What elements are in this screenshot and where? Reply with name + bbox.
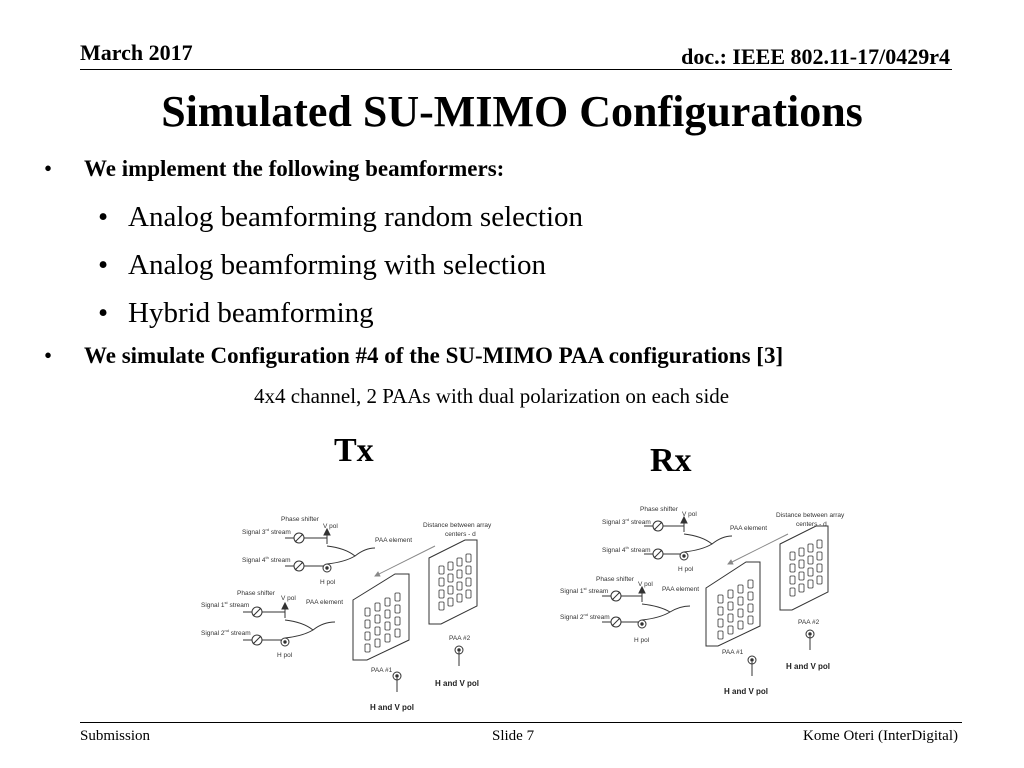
tx-hv-pol-label-1: H and V pol <box>370 703 414 712</box>
sub-bullet-text: Analog beamforming random selection <box>128 201 584 233</box>
tx-hpol-label-2: H pol <box>277 652 293 659</box>
rx-hv-pol-label-1: H and V pol <box>724 687 768 696</box>
tx-label: Tx <box>334 432 374 469</box>
sub-bullet-3: • Hybrid beamforming <box>98 297 374 330</box>
slide-title: Simulated SU-MIMO Configurations <box>161 87 863 136</box>
bullet-text: We simulate Configuration #4 of the SU-M… <box>84 343 784 368</box>
sub-bullet-2: • Analog beamforming with selection <box>98 249 546 282</box>
rx-paa-element-label-2: PAA element <box>662 586 699 593</box>
bullet-dot: • <box>44 343 53 368</box>
tx-diagram: Phase shifter V pol Signal 3rd stream Si… <box>201 516 492 712</box>
rx-signal1-label: Signal 1st stream <box>560 586 608 595</box>
tx-paa2-label: PAA #2 <box>449 635 471 642</box>
tx-paa-element-label-2: PAA element <box>306 599 343 606</box>
rx-hpol-label-2: H pol <box>634 637 650 644</box>
tx-vpol-label-2: V pol <box>281 595 296 602</box>
bullet-dot: • <box>98 249 109 281</box>
tx-distance-label: Distance between array <box>423 522 492 529</box>
sub-bullet-1: • Analog beamforming random selection <box>98 201 583 234</box>
bullet-dot: • <box>44 156 53 181</box>
tx-phase-shifter-label: Phase shifter <box>281 516 320 523</box>
rx-diagram: Phase shifter V pol Signal 3rd stream Si… <box>560 506 845 696</box>
tx-paa-element-label: PAA element <box>375 537 412 544</box>
rx-label: Rx <box>650 442 692 479</box>
rx-phase-shifter-label-2: Phase shifter <box>596 576 635 583</box>
rx-phase-shifter-label: Phase shifter <box>640 506 679 513</box>
rx-paa1-label: PAA #1 <box>722 649 744 656</box>
tx-vpol-label: V pol <box>323 523 338 530</box>
sub-bullet-text: Hybrid beamforming <box>128 297 374 329</box>
tx-phase-shifter-label-2: Phase shifter <box>237 590 276 597</box>
rx-paa-element-label: PAA element <box>730 525 767 532</box>
tx-signal1-label: Signal 1st stream <box>201 600 249 609</box>
tx-signal3-label: Signal 3rd stream <box>242 527 291 536</box>
bullet-beamformers: • We implement the following beamformers… <box>44 156 504 182</box>
footer-slide-number: Slide 7 <box>492 728 535 744</box>
rx-signal4-label: Signal 4th stream <box>602 545 651 554</box>
rx-distance-label: Distance between array <box>776 512 845 519</box>
rx-distance-label-2: centers - d <box>796 521 827 528</box>
tx-hpol-label: H pol <box>320 579 336 586</box>
bullet-configuration: • We simulate Configuration #4 of the SU… <box>44 343 783 369</box>
tx-signal4-label: Signal 4th stream <box>242 555 291 564</box>
rx-hpol-label: H pol <box>678 566 694 573</box>
footer-author: Kome Oteri (InterDigital) <box>803 728 958 744</box>
footer-submission: Submission <box>80 728 151 744</box>
tx-paa1-label: PAA #1 <box>371 667 393 674</box>
tx-hv-pol-label-2: H and V pol <box>435 679 479 688</box>
footer-divider <box>80 722 962 723</box>
header-date: March 2017 <box>80 40 193 65</box>
rx-vpol-label-2: V pol <box>638 581 653 588</box>
bullet-text: We implement the following beamformers: <box>84 156 505 181</box>
configuration-note: 4x4 channel, 2 PAAs with dual polarizati… <box>254 384 730 408</box>
rx-vpol-label: V pol <box>682 511 697 518</box>
rx-signal3-label: Signal 3rd stream <box>602 517 651 526</box>
tx-distance-label-2: centers - d <box>445 531 476 538</box>
tx-signal2-label: Signal 2nd stream <box>201 628 251 637</box>
rx-paa2-label: PAA #2 <box>798 619 820 626</box>
header-divider <box>80 69 952 70</box>
sub-bullet-text: Analog beamforming with selection <box>128 249 546 281</box>
bullet-dot: • <box>98 201 109 233</box>
header-doc-id: doc.: IEEE 802.11-17/0429r4 <box>681 44 950 69</box>
rx-signal2-label: Signal 2nd stream <box>560 612 610 621</box>
bullet-dot: • <box>98 297 109 329</box>
rx-hv-pol-label-2: H and V pol <box>786 662 830 671</box>
